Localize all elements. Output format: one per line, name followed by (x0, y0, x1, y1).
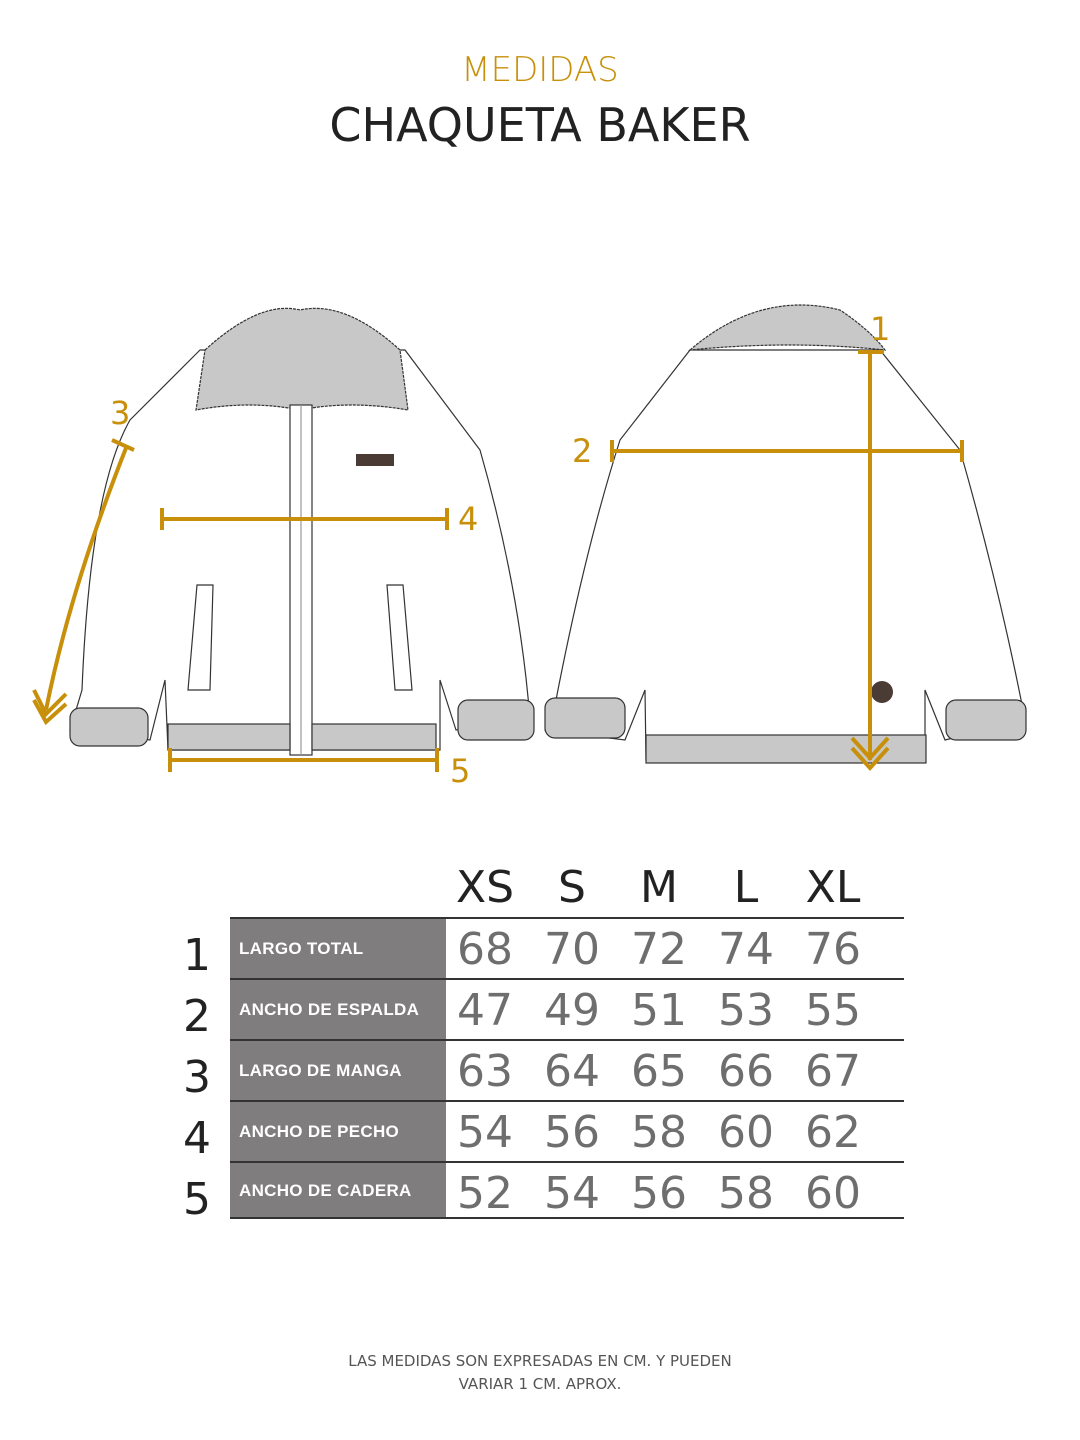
marker-4: 4 (458, 500, 478, 538)
table-cell: 62 (805, 1107, 861, 1158)
table-cell: 76 (805, 924, 861, 975)
page-title: CHAQUETA BAKER (329, 98, 751, 152)
sleeve-arrow (32, 689, 68, 726)
table-cell: 55 (805, 985, 861, 1036)
sleeve-length-line (44, 447, 128, 711)
table-cell: 72 (631, 924, 687, 975)
table-cell: 53 (718, 985, 774, 1036)
table-cell: 52 (457, 1168, 513, 1219)
table-cell: 70 (544, 924, 600, 975)
table-cell: 51 (631, 985, 687, 1036)
size-header-xs: XS (455, 862, 515, 913)
footer-line-1: LAS MEDIDAS SON EXPRESADAS EN CM. Y PUED… (348, 1352, 732, 1370)
row-label: ANCHO DE CADERA (230, 1163, 446, 1218)
length-arrow (850, 736, 890, 771)
row-number: 1 (183, 930, 211, 981)
back-jacket-illustration (544, 304, 1027, 764)
footer-line-2: VARIAR 1 CM. APROX. (458, 1375, 622, 1393)
row-number: 3 (183, 1052, 211, 1103)
table-cell: 58 (631, 1107, 687, 1158)
table-cell: 65 (631, 1046, 687, 1097)
front-jacket-illustration (69, 307, 535, 756)
table-cell: 68 (457, 924, 513, 975)
table-cell: 66 (718, 1046, 774, 1097)
table-cell: 49 (544, 985, 600, 1036)
table-cell: 67 (805, 1046, 861, 1097)
measurement-lines (32, 350, 964, 772)
section-kicker: MEDIDAS (461, 50, 619, 90)
marker-2: 2 (572, 432, 592, 470)
table-divider (230, 978, 904, 980)
table-cell: 58 (718, 1168, 774, 1219)
table-cell: 47 (457, 985, 513, 1036)
table-divider (230, 1039, 904, 1041)
table-cell: 54 (457, 1107, 513, 1158)
row-number: 2 (183, 991, 211, 1042)
table-divider (230, 1161, 904, 1163)
size-header-l: L (733, 862, 759, 913)
table-divider (230, 917, 904, 919)
size-header-s: S (558, 862, 586, 913)
sleeve-tick (111, 438, 135, 452)
marker-3: 3 (110, 394, 130, 432)
table-cell: 64 (544, 1046, 600, 1097)
table-cell: 56 (544, 1107, 600, 1158)
row-label: ANCHO DE PECHO (230, 1102, 446, 1161)
marker-5: 5 (450, 752, 470, 790)
table-cell: 56 (631, 1168, 687, 1219)
marker-1: 1 (870, 310, 890, 348)
row-label: LARGO DE MANGA (230, 1041, 446, 1100)
table-cell: 60 (718, 1107, 774, 1158)
table-divider (230, 1100, 904, 1102)
row-number: 4 (183, 1113, 211, 1164)
row-label: ANCHO DE ESPALDA (230, 980, 446, 1039)
table-cell: 63 (457, 1046, 513, 1097)
size-header-m: M (640, 862, 678, 913)
table-cell: 74 (718, 924, 774, 975)
size-header-xl: XL (805, 862, 861, 913)
row-label: LARGO TOTAL (230, 919, 446, 978)
footer-note: LAS MEDIDAS SON EXPRESADAS EN CM. Y PUED… (0, 1350, 1080, 1396)
jacket-diagram: 1 2 3 4 5 (32, 304, 1027, 790)
table-cell: 60 (805, 1168, 861, 1219)
table-divider (230, 1217, 904, 1219)
row-number: 5 (183, 1174, 211, 1225)
table-cell: 54 (544, 1168, 600, 1219)
